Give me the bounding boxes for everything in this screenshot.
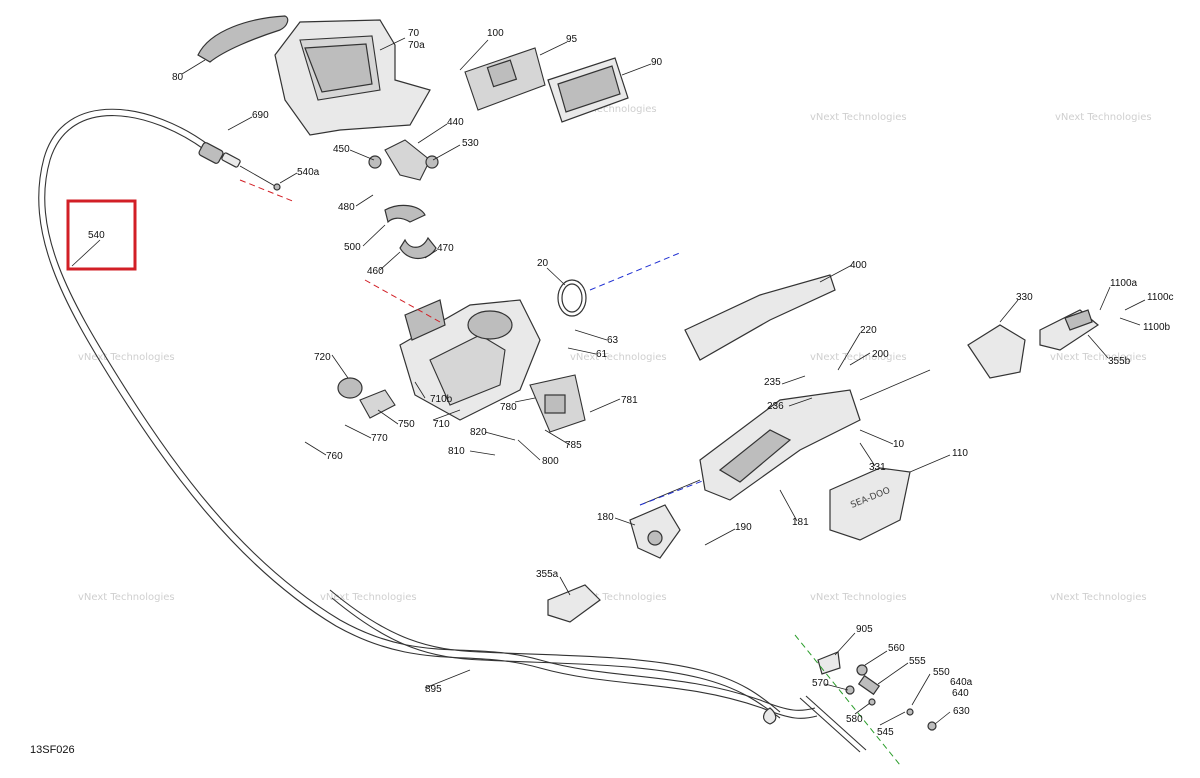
callout-710b[interactable]: 710b [430, 394, 453, 405]
watermark: vNext Technologies [1050, 352, 1147, 363]
part-90-gauge-lens [547, 57, 629, 123]
watermark: vNext Technologies [810, 352, 907, 363]
watermark-group: vNext Technologies vNext Technologies vN… [78, 104, 1152, 603]
cable-540 [38, 108, 867, 753]
callout-330[interactable]: 330 [1016, 292, 1033, 303]
watermark: vNext Technologies [570, 352, 667, 363]
callout-450[interactable]: 450 [333, 144, 350, 155]
callout-570[interactable]: 570 [812, 678, 829, 689]
part-720-750-sleeves [337, 377, 396, 419]
part-70-display-housing [274, 19, 431, 136]
callout-720[interactable]: 720 [314, 352, 331, 363]
callout-61[interactable]: 61 [596, 349, 608, 360]
part-710-column-housing [399, 299, 541, 421]
callout-355a[interactable]: 355a [536, 569, 559, 580]
callout-750[interactable]: 750 [398, 419, 415, 430]
callout-235[interactable]: 235 [764, 377, 781, 388]
callout-1100a[interactable]: 1100a [1110, 278, 1138, 289]
callout-100[interactable]: 100 [487, 28, 504, 39]
callout-555[interactable]: 555 [909, 656, 926, 667]
watermark: vNext Technologies [810, 592, 907, 603]
watermark: vNext Technologies [320, 592, 417, 603]
callout-460[interactable]: 460 [367, 266, 384, 277]
callout-800[interactable]: 800 [542, 456, 559, 467]
cable-end-fitting-540 [198, 142, 281, 191]
callout-895[interactable]: 895 [425, 684, 442, 695]
callout-1100c[interactable]: 1100c [1147, 292, 1174, 303]
part-180-grip-housing [629, 504, 681, 559]
callout-580[interactable]: 580 [846, 714, 863, 725]
part-355b-grip [1039, 309, 1100, 351]
callout-180[interactable]: 180 [597, 512, 614, 523]
callout-690[interactable]: 690 [252, 110, 269, 121]
callout-530[interactable]: 530 [462, 138, 479, 149]
callout-10[interactable]: 10 [893, 439, 905, 450]
part-330-grip-housing [967, 324, 1026, 379]
callout-540[interactable]: 540 [88, 230, 105, 241]
callout-781[interactable]: 781 [621, 395, 638, 406]
watermark: vNext Technologies [78, 352, 175, 363]
callout-190[interactable]: 190 [735, 522, 752, 533]
callout-110[interactable]: 110 [952, 448, 968, 459]
part-500-clamp [384, 204, 437, 260]
callout-236[interactable]: 236 [767, 401, 784, 412]
callout-70a[interactable]: 70a [408, 40, 425, 51]
callout-70[interactable]: 70 [408, 28, 420, 39]
callout-640[interactable]: 640 [952, 688, 969, 699]
part-20-ring [557, 279, 587, 317]
callout-90[interactable]: 90 [651, 57, 663, 68]
part-440-mount [368, 139, 439, 181]
callout-545[interactable]: 545 [877, 727, 894, 738]
part-80-cover [197, 15, 289, 63]
diagram-reference-code: 13SF026 [30, 744, 75, 756]
watermark: vNext Technologies [810, 112, 907, 123]
callout-355b[interactable]: 355b [1108, 356, 1131, 367]
leader-lines [71, 37, 1146, 726]
callout-181[interactable]: 181 [792, 517, 809, 528]
watermark: vNext Technologies [1055, 112, 1152, 123]
axis-lines [239, 179, 901, 766]
cable-end-fittings [817, 651, 937, 731]
callout-80[interactable]: 80 [172, 72, 184, 83]
watermark: vNext Technologies [560, 104, 657, 115]
callout-220[interactable]: 220 [860, 325, 877, 336]
callout-20[interactable]: 20 [537, 258, 549, 269]
callout-640a[interactable]: 640a [950, 677, 973, 688]
callout-480[interactable]: 480 [338, 202, 355, 213]
callout-710[interactable]: 710 [433, 419, 450, 430]
callout-470[interactable]: 470 [437, 243, 454, 254]
callout-780[interactable]: 780 [500, 402, 517, 413]
callout-500[interactable]: 500 [344, 242, 361, 253]
callouts: 540 895 80 70 70a 100 95 90 690 540a 440… [88, 28, 1174, 738]
callout-331[interactable]: 331 [869, 462, 886, 473]
callout-820[interactable]: 820 [470, 427, 487, 438]
watermark: vNext Technologies [1050, 592, 1147, 603]
callout-550[interactable]: 550 [933, 667, 950, 678]
highlight-box-540 [66, 199, 137, 271]
part-110-cover: SEA-DOO [829, 467, 911, 541]
callout-810[interactable]: 810 [448, 446, 465, 457]
part-95-bracket [464, 47, 546, 111]
part-780-bracket [529, 374, 586, 433]
callout-560[interactable]: 560 [888, 643, 905, 654]
watermark: vNext Technologies [570, 592, 667, 603]
callout-440[interactable]: 440 [447, 117, 464, 128]
callout-630[interactable]: 630 [953, 706, 970, 717]
callout-63[interactable]: 63 [607, 335, 619, 346]
callout-400[interactable]: 400 [850, 260, 867, 271]
part-400-trim [684, 274, 836, 361]
callout-760[interactable]: 760 [326, 451, 343, 462]
callout-540a[interactable]: 540a [297, 167, 320, 178]
callout-1100b[interactable]: 1100b [1143, 322, 1171, 333]
part-355a-grip [547, 584, 601, 623]
callout-770[interactable]: 770 [371, 433, 388, 444]
callout-905[interactable]: 905 [856, 624, 873, 635]
callout-95[interactable]: 95 [566, 34, 578, 45]
callout-785[interactable]: 785 [565, 440, 582, 451]
watermark: vNext Technologies [78, 592, 175, 603]
callout-200[interactable]: 200 [872, 349, 889, 360]
